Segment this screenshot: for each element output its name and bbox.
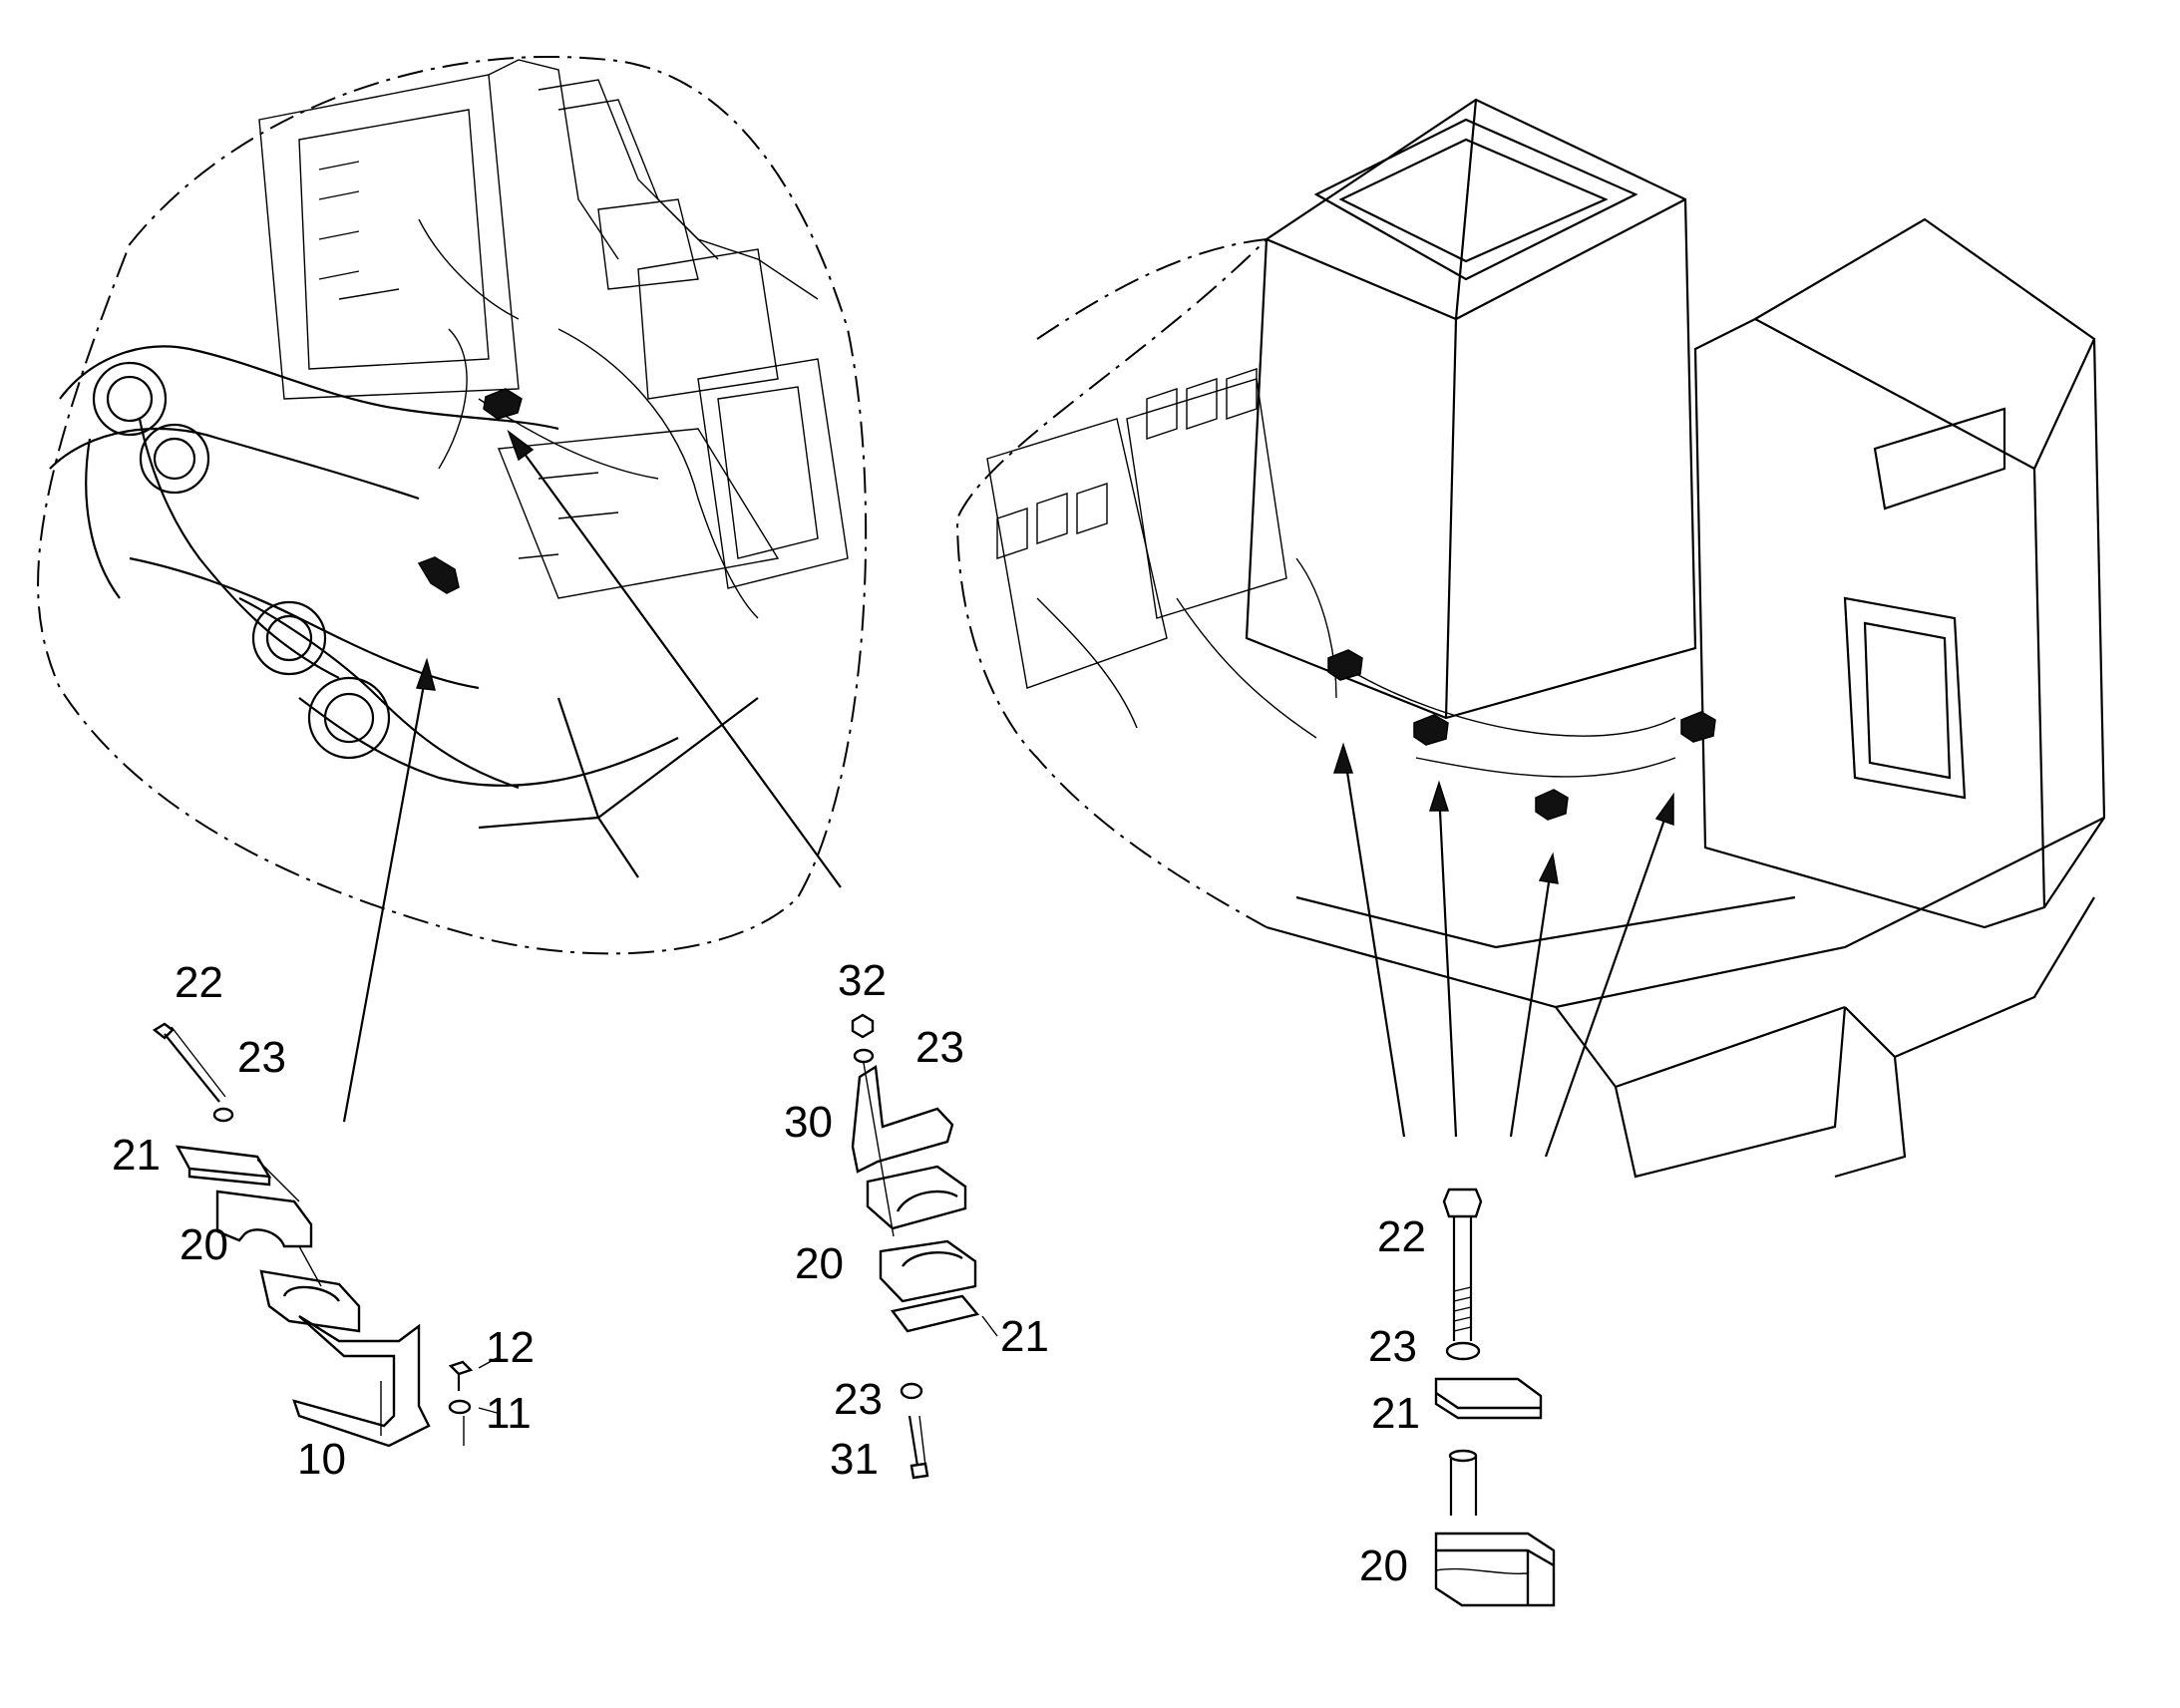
- right-leader-arrows: [1332, 742, 1674, 1158]
- left-exploded-clamp: [152, 1022, 502, 1448]
- right-view-boundary: [955, 237, 1270, 928]
- callout-23a-middle: 23: [915, 1023, 964, 1072]
- middle-exploded-clamp: [851, 1013, 998, 1480]
- bolt-22-left: [152, 1022, 226, 1103]
- clamp-block-groove: [1435, 1567, 1529, 1574]
- lower-half-clamp-20-middle: [879, 1239, 977, 1303]
- callout-labels: 22 23 21 20 12 11 10 32 23 30 20 21 23 3…: [112, 956, 1426, 1590]
- callout-10-left: 10: [297, 1435, 346, 1484]
- callout-32-middle: 32: [838, 956, 887, 1005]
- callout-21-middle: 21: [1000, 1312, 1049, 1361]
- right-short-cabinet: [1693, 217, 2106, 929]
- bolt-31-middle: [908, 1415, 929, 1480]
- left-frame-lines: [258, 59, 849, 619]
- callout-22-left: 22: [175, 958, 223, 1007]
- right-exploded-clamp: [1434, 1188, 1556, 1607]
- plate-21-middle: [890, 1294, 980, 1333]
- bolt-22-right: [1442, 1188, 1483, 1341]
- washer-23-right: [1445, 1341, 1481, 1361]
- callout-12-left: 12: [486, 1323, 535, 1372]
- clamp-block-20-right: [1434, 1532, 1556, 1607]
- callout-20-right: 20: [1359, 1541, 1408, 1590]
- callout-21-left: 21: [112, 1131, 161, 1180]
- callout-23-right: 23: [1368, 1322, 1417, 1371]
- left-clamp-upper-highlight: [483, 388, 523, 420]
- nut-32-middle: [851, 1013, 875, 1039]
- right-clamp-highlights: [1327, 649, 1716, 821]
- washer-23-left: [212, 1107, 234, 1123]
- washer-11-left: [448, 1399, 472, 1415]
- bracket-10-left: [292, 1314, 431, 1448]
- washer-23-middle-top: [853, 1048, 875, 1064]
- bolt-12-left: [448, 1360, 474, 1391]
- callout-23b-middle: 23: [834, 1375, 883, 1424]
- right-main-view: [955, 98, 2106, 1179]
- right-frame-rails: [1266, 817, 2105, 1179]
- right-tall-cabinet: [1245, 98, 1697, 720]
- left-detail-view: [37, 56, 868, 1123]
- callout-22-right: 22: [1377, 1212, 1426, 1261]
- pin-20-right: [1448, 1449, 1478, 1516]
- left-leader-arrows: [342, 429, 842, 1123]
- callout-23-left: 23: [237, 1033, 286, 1082]
- left-detail-boundary: [37, 56, 868, 955]
- plate-21-right: [1434, 1377, 1543, 1420]
- left-clamp-lower-highlight: [417, 556, 460, 594]
- upper-half-clamp-20-left: [215, 1190, 313, 1248]
- left-pivot-bores: [92, 361, 391, 760]
- callout-30-middle: 30: [784, 1098, 833, 1147]
- right-valve-cluster: [986, 368, 1676, 778]
- callout-20-middle: 20: [795, 1239, 844, 1288]
- callout-31-middle: 31: [830, 1435, 879, 1484]
- callout-21-right: 21: [1371, 1389, 1420, 1438]
- upper-half-clamp-20-middle: [866, 1165, 967, 1230]
- washer-23-middle-bottom: [900, 1382, 923, 1400]
- callout-20-left: 20: [180, 1220, 228, 1269]
- plate-21-left: [175, 1145, 272, 1187]
- left-clamp-leader-lines: [256, 1159, 502, 1446]
- middle-clamp-leader-lines: [863, 1062, 998, 1337]
- callout-11-left: 11: [486, 1389, 532, 1438]
- lower-half-clamp-20-left: [259, 1269, 361, 1333]
